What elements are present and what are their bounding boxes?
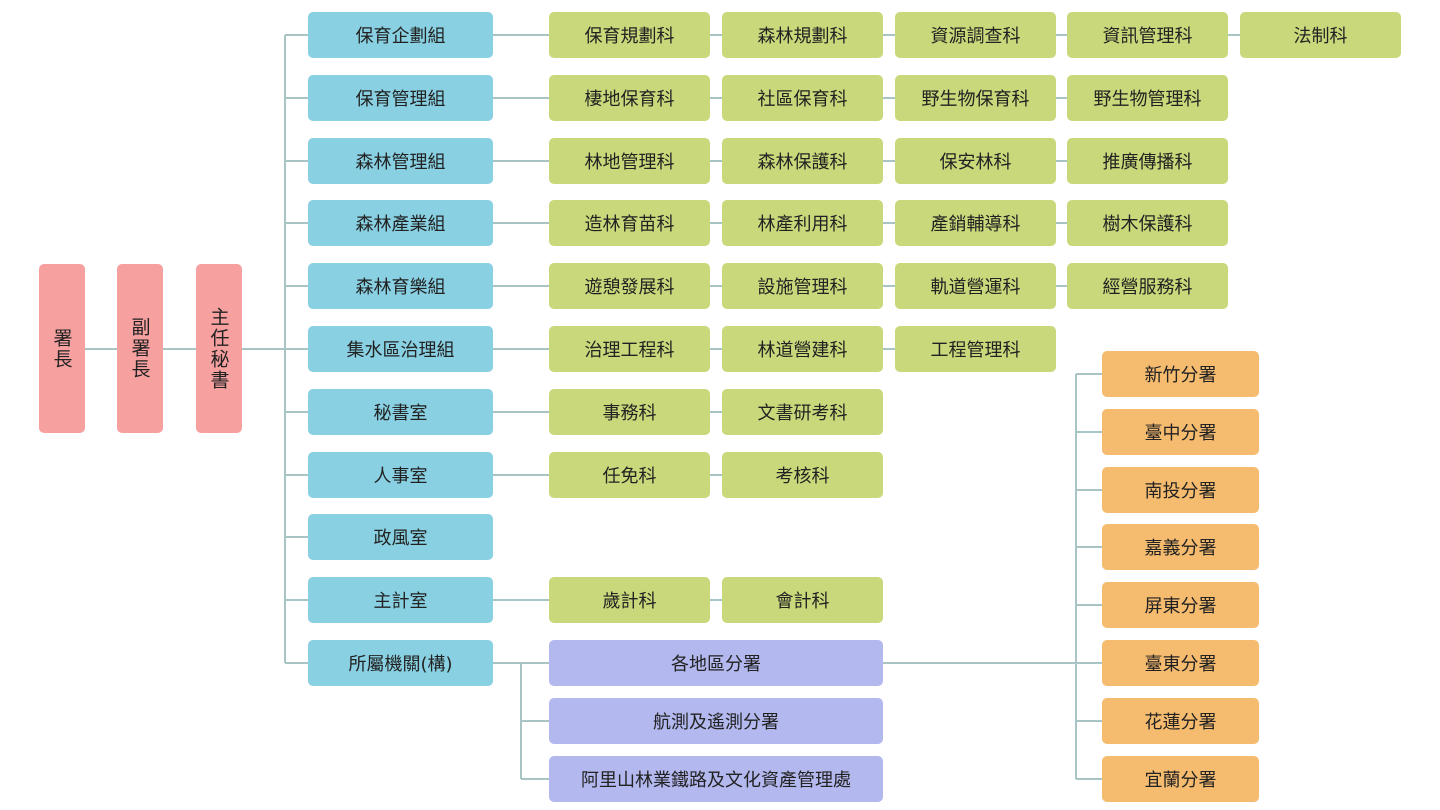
section-box[interactable]: 歲計科 <box>549 577 710 623</box>
agency-box[interactable]: 各地區分署 <box>549 640 883 686</box>
group-box[interactable]: 政風室 <box>308 514 493 560</box>
section-box[interactable]: 會計科 <box>722 577 883 623</box>
section-box[interactable]: 社區保育科 <box>722 75 883 121</box>
section-box[interactable]: 林地管理科 <box>549 138 710 184</box>
group-box[interactable]: 主計室 <box>308 577 493 623</box>
section-box[interactable]: 森林保護科 <box>722 138 883 184</box>
group-box[interactable]: 森林育樂組 <box>308 263 493 309</box>
section-box[interactable]: 事務科 <box>549 389 710 435</box>
section-box[interactable]: 造林育苗科 <box>549 200 710 246</box>
branch-office-box[interactable]: 花蓮分署 <box>1102 698 1259 744</box>
section-box[interactable]: 經營服務科 <box>1067 263 1228 309</box>
section-box[interactable]: 林產利用科 <box>722 200 883 246</box>
section-box[interactable]: 資訊管理科 <box>1067 12 1228 58</box>
agency-box[interactable]: 阿里山林業鐵路及文化資產管理處 <box>549 756 883 802</box>
agency-box[interactable]: 航測及遙測分署 <box>549 698 883 744</box>
section-box[interactable]: 軌道營運科 <box>895 263 1056 309</box>
section-box[interactable]: 遊憩發展科 <box>549 263 710 309</box>
section-box[interactable]: 考核科 <box>722 452 883 498</box>
branch-office-box[interactable]: 嘉義分署 <box>1102 524 1259 570</box>
section-box[interactable]: 保安林科 <box>895 138 1056 184</box>
section-box[interactable]: 野生物保育科 <box>895 75 1056 121</box>
executive-box-3[interactable]: 主任秘書 <box>196 264 242 433</box>
branch-office-box[interactable]: 宜蘭分署 <box>1102 756 1259 802</box>
section-box[interactable]: 推廣傳播科 <box>1067 138 1228 184</box>
group-box[interactable]: 集水區治理組 <box>308 326 493 372</box>
group-box[interactable]: 保育管理組 <box>308 75 493 121</box>
section-box[interactable]: 法制科 <box>1240 12 1401 58</box>
section-box[interactable]: 森林規劃科 <box>722 12 883 58</box>
section-box[interactable]: 棲地保育科 <box>549 75 710 121</box>
section-box[interactable]: 文書研考科 <box>722 389 883 435</box>
branch-office-box[interactable]: 臺東分署 <box>1102 640 1259 686</box>
section-box[interactable]: 樹木保護科 <box>1067 200 1228 246</box>
section-box[interactable]: 野生物管理科 <box>1067 75 1228 121</box>
group-box[interactable]: 森林管理組 <box>308 138 493 184</box>
executive-box-2[interactable]: 副署長 <box>117 264 163 433</box>
branch-office-box[interactable]: 臺中分署 <box>1102 409 1259 455</box>
section-box[interactable]: 治理工程科 <box>549 326 710 372</box>
branch-office-box[interactable]: 南投分署 <box>1102 467 1259 513</box>
section-box[interactable]: 任免科 <box>549 452 710 498</box>
section-box[interactable]: 工程管理科 <box>895 326 1056 372</box>
group-box[interactable]: 保育企劃組 <box>308 12 493 58</box>
group-box[interactable]: 所屬機關(構) <box>308 640 493 686</box>
section-box[interactable]: 林道營建科 <box>722 326 883 372</box>
section-box[interactable]: 保育規劃科 <box>549 12 710 58</box>
section-box[interactable]: 資源調查科 <box>895 12 1056 58</box>
executive-box-1[interactable]: 署長 <box>39 264 85 433</box>
group-box[interactable]: 森林產業組 <box>308 200 493 246</box>
branch-office-box[interactable]: 屏東分署 <box>1102 582 1259 628</box>
group-box[interactable]: 人事室 <box>308 452 493 498</box>
section-box[interactable]: 產銷輔導科 <box>895 200 1056 246</box>
branch-office-box[interactable]: 新竹分署 <box>1102 351 1259 397</box>
section-box[interactable]: 設施管理科 <box>722 263 883 309</box>
group-box[interactable]: 秘書室 <box>308 389 493 435</box>
